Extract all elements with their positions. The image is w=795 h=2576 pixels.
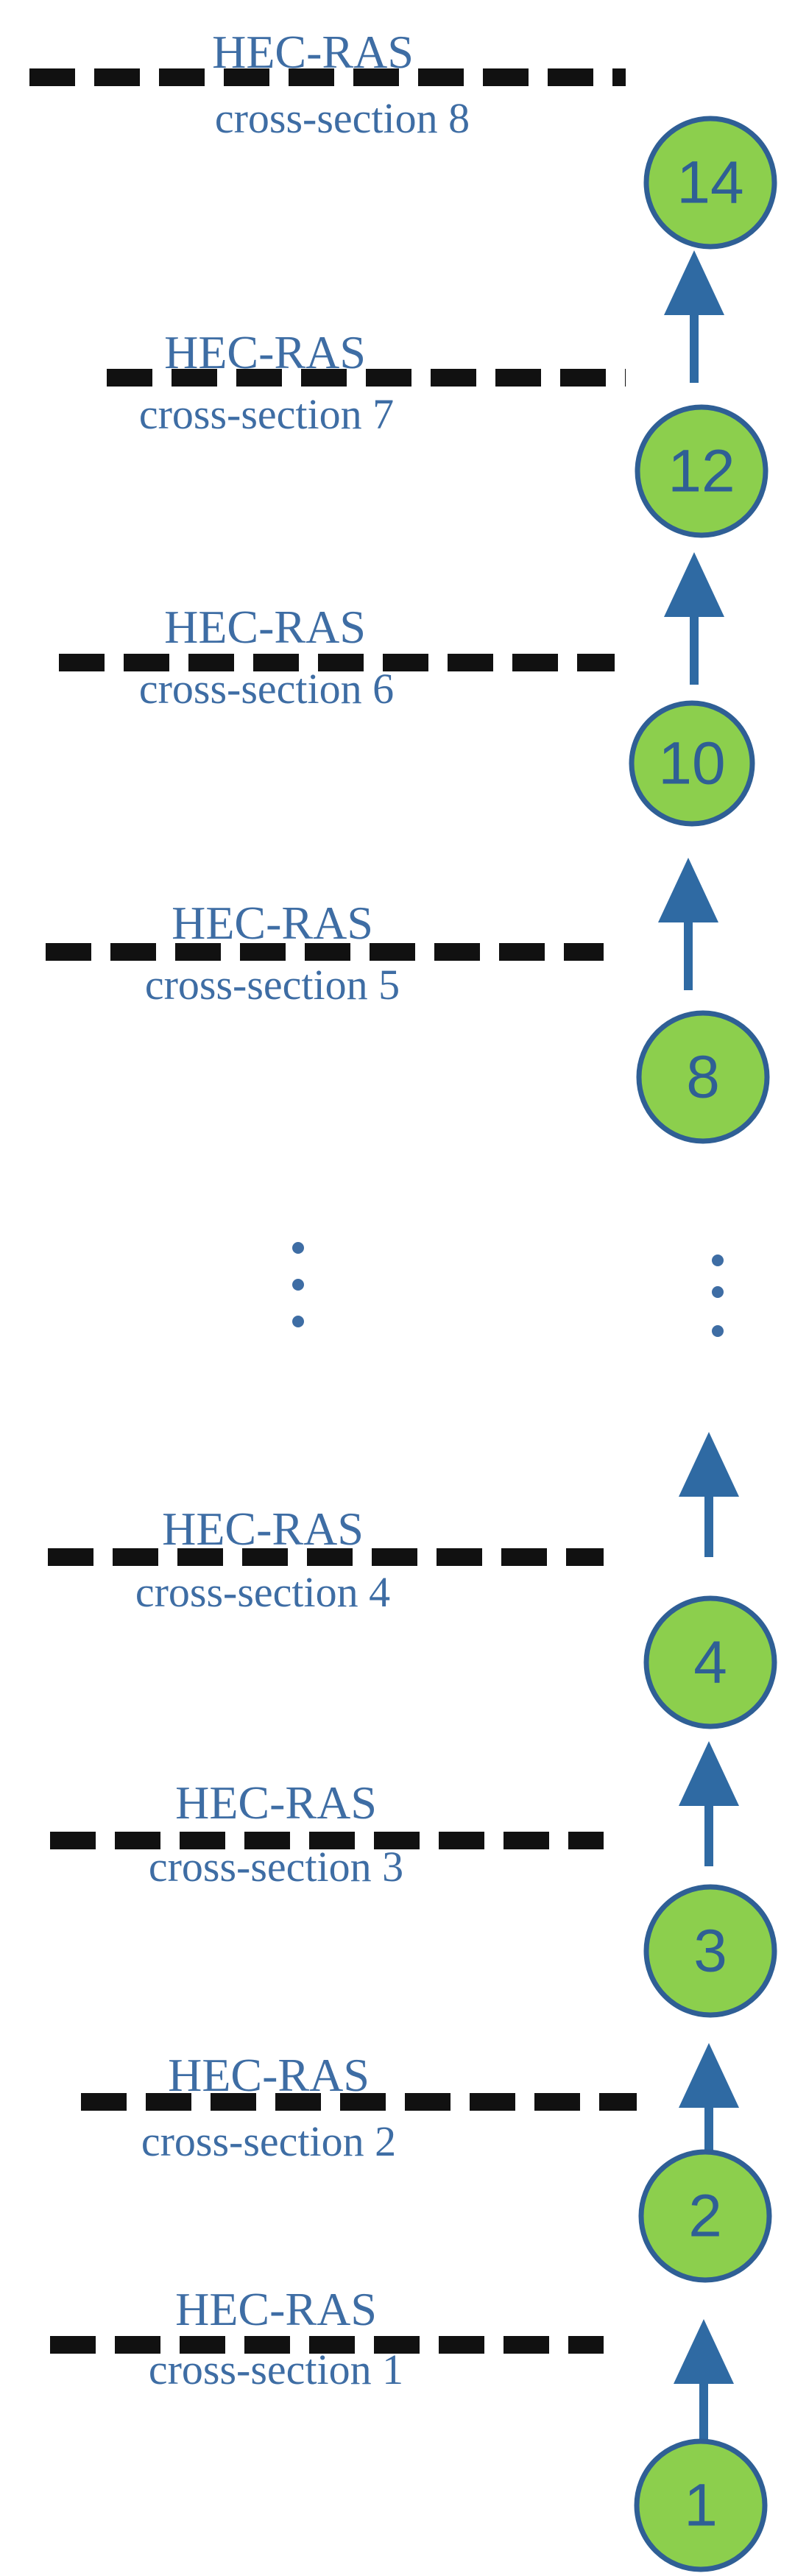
node-12: 12 (635, 404, 768, 538)
node-10-label: 10 (658, 730, 725, 797)
node-2-label: 2 (688, 2183, 722, 2250)
cross-section-7-subtitle: cross-section 7 (139, 390, 394, 438)
arrow-up-icon (679, 2043, 739, 2168)
arrow-up-icon (664, 552, 724, 685)
arrow-up-icon (658, 858, 718, 990)
arrow-up-icon (679, 1741, 739, 1866)
ellipsis-dot (292, 1316, 304, 1327)
cross-section-6-title: HEC-RAS (164, 601, 366, 653)
ellipsis-left (292, 1242, 304, 1327)
cross-section-4-subtitle: cross-section 4 (135, 1568, 390, 1616)
ellipsis-right (712, 1255, 724, 1337)
node-12-label: 12 (668, 438, 735, 505)
node-1-label: 1 (684, 2472, 718, 2539)
ellipsis-dot (712, 1286, 724, 1298)
node-4: 4 (643, 1595, 777, 1729)
node-8: 8 (636, 1010, 770, 1144)
cross-section-7-title: HEC-RAS (164, 326, 366, 378)
node-3-label: 3 (693, 1918, 727, 1985)
arrow-up-icon (679, 1432, 739, 1557)
cross-section-lines (29, 68, 637, 2354)
nodes: 14 12 10 8 4 3 2 1 (629, 116, 777, 2572)
ellipsis-dot (292, 1279, 304, 1291)
cross-section-4-title: HEC-RAS (162, 1503, 364, 1555)
cross-section-2-title: HEC-RAS (168, 2049, 370, 2101)
node-14: 14 (643, 116, 777, 250)
ellipsis-dot (712, 1325, 724, 1337)
cross-section-1-subtitle: cross-section 1 (149, 2346, 403, 2393)
cross-section-5-title: HEC-RAS (172, 897, 373, 949)
cross-section-6-subtitle: cross-section 6 (139, 665, 394, 713)
node-14-label: 14 (676, 149, 743, 216)
cross-section-labels: HEC-RAS cross-section 8 HEC-RAS cross-se… (135, 26, 470, 2393)
cross-section-8-subtitle: cross-section 8 (215, 94, 470, 142)
arrow-up-icon (664, 250, 724, 383)
cross-section-3-subtitle: cross-section 3 (149, 1843, 403, 1891)
node-2: 2 (638, 2149, 772, 2283)
cross-section-3-title: HEC-RAS (175, 1776, 377, 1829)
cross-section-2-subtitle: cross-section 2 (141, 2117, 396, 2165)
cross-section-8-title: HEC-RAS (212, 26, 414, 78)
node-10: 10 (629, 700, 755, 827)
ellipsis-dot (712, 1255, 724, 1266)
node-4-label: 4 (693, 1629, 727, 1696)
node-3: 3 (643, 1884, 777, 2018)
flow-arrows (658, 250, 739, 2444)
node-8-label: 8 (686, 1044, 720, 1111)
ellipsis-dot (292, 1242, 304, 1254)
cross-section-1-title: HEC-RAS (175, 2283, 377, 2335)
node-1: 1 (634, 2438, 768, 2572)
arrow-up-icon (674, 2319, 734, 2444)
cross-section-5-subtitle: cross-section 5 (145, 961, 400, 1009)
